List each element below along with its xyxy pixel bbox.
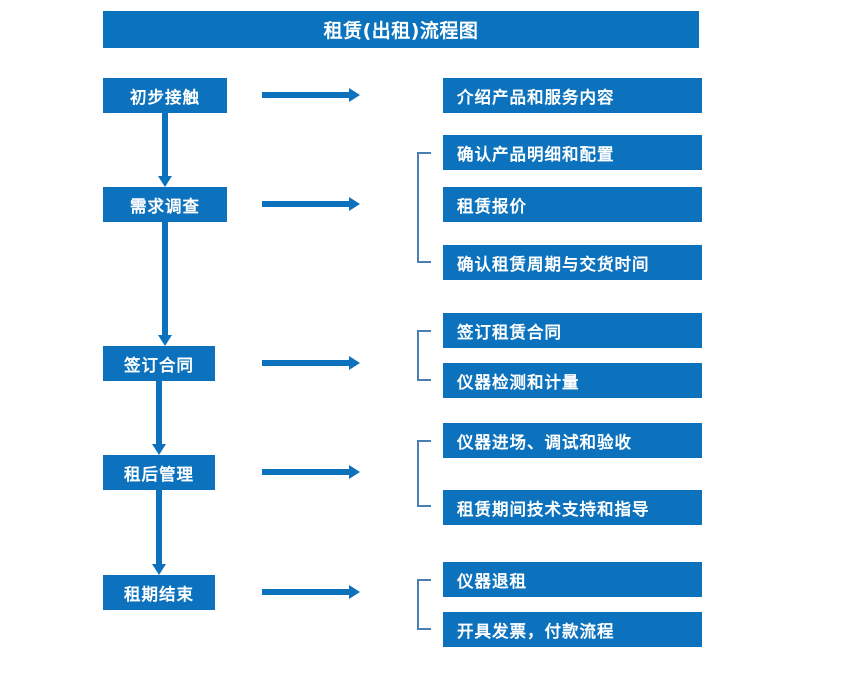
detail-box-4[interactable]: 确认租赁周期与交货时间 (443, 245, 702, 280)
page-title: 租赁(出租)流程图 (103, 11, 699, 48)
stage-box-1[interactable]: 初步接触 (103, 78, 227, 113)
group-bracket-stage-3 (417, 330, 431, 381)
detail-box-2[interactable]: 确认产品明细和配置 (443, 135, 702, 170)
stage-box-2[interactable]: 需求调查 (103, 187, 227, 222)
detail-box-7[interactable]: 仪器进场、调试和验收 (443, 423, 702, 458)
detail-box-3[interactable]: 租赁报价 (443, 187, 702, 222)
stage-box-4[interactable]: 租后管理 (103, 455, 215, 490)
group-bracket-stage-2 (417, 152, 431, 263)
detail-box-8[interactable]: 租赁期间技术支持和指导 (443, 490, 702, 525)
stage-box-3[interactable]: 签订合同 (103, 346, 215, 381)
detail-box-9[interactable]: 仪器退租 (443, 562, 702, 597)
group-bracket-stage-5 (417, 579, 431, 630)
detail-box-6[interactable]: 仪器检测和计量 (443, 363, 702, 398)
detail-box-1[interactable]: 介绍产品和服务内容 (443, 78, 702, 113)
stage-box-5[interactable]: 租期结束 (103, 575, 215, 610)
detail-box-10[interactable]: 开具发票，付款流程 (443, 612, 702, 647)
detail-box-5[interactable]: 签订租赁合同 (443, 313, 702, 348)
group-bracket-stage-4 (417, 440, 431, 507)
